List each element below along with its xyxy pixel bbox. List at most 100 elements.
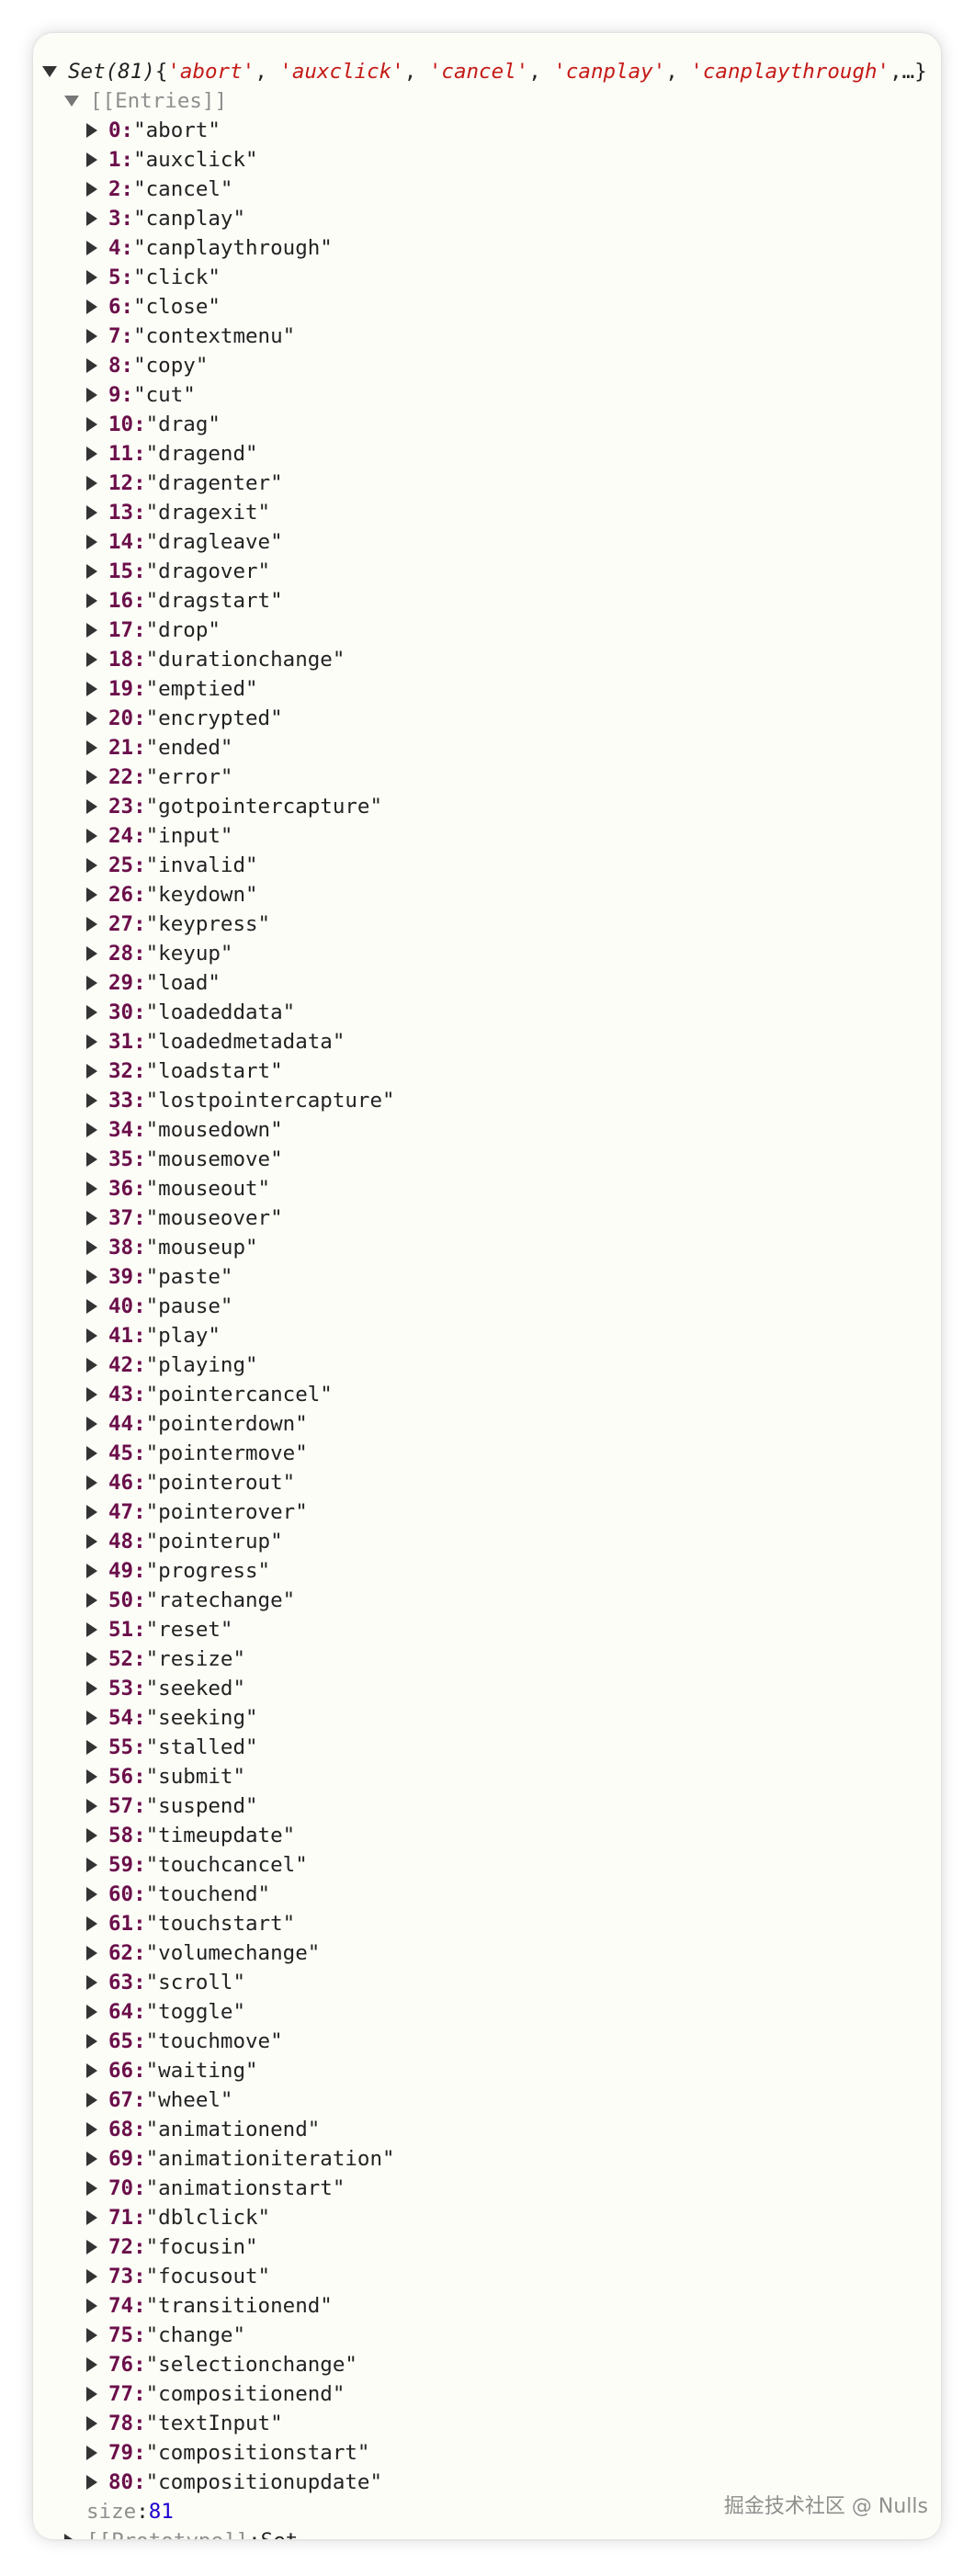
entry-row[interactable]: 21: "ended" — [33, 733, 941, 763]
collapsed-triangle-icon[interactable] — [86, 2475, 97, 2490]
entry-row[interactable]: 76: "selectionchange" — [33, 2350, 941, 2379]
entry-row[interactable]: 1: "auxclick" — [33, 145, 941, 175]
collapsed-triangle-icon[interactable] — [86, 1093, 97, 1108]
collapsed-triangle-icon[interactable] — [86, 1946, 97, 1960]
entry-row[interactable]: 32: "loadstart" — [33, 1056, 941, 1086]
collapsed-triangle-icon[interactable] — [86, 2240, 97, 2254]
entry-row[interactable]: 60: "touchend" — [33, 1880, 941, 1909]
collapsed-triangle-icon[interactable] — [86, 270, 97, 285]
entry-row[interactable]: 2: "cancel" — [33, 175, 941, 204]
collapsed-triangle-icon[interactable] — [86, 417, 97, 432]
entry-row[interactable]: 25: "invalid" — [33, 851, 941, 880]
collapsed-triangle-icon[interactable] — [86, 1034, 97, 1049]
collapsed-triangle-icon[interactable] — [86, 2299, 97, 2313]
entry-row[interactable]: 65: "touchmove" — [33, 2027, 941, 2056]
entry-row[interactable]: 70: "animationstart" — [33, 2174, 941, 2203]
collapsed-triangle-icon[interactable] — [86, 623, 97, 638]
collapsed-triangle-icon[interactable] — [86, 2034, 97, 2049]
collapsed-triangle-icon[interactable] — [86, 1769, 97, 1784]
entry-row[interactable]: 39: "paste" — [33, 1262, 941, 1292]
collapsed-triangle-icon[interactable] — [86, 652, 97, 667]
expanded-triangle-icon[interactable] — [42, 66, 57, 77]
collapsed-triangle-icon[interactable] — [86, 358, 97, 373]
collapsed-triangle-icon[interactable] — [86, 1064, 97, 1079]
collapsed-triangle-icon[interactable] — [86, 1211, 97, 1226]
entries-group-row[interactable]: [[Entries]] — [33, 86, 941, 116]
collapsed-triangle-icon[interactable] — [86, 2446, 97, 2460]
entry-row[interactable]: 48: "pointerup" — [33, 1527, 941, 1556]
collapsed-triangle-icon[interactable] — [86, 535, 97, 549]
entry-row[interactable]: 34: "mousedown" — [33, 1115, 941, 1145]
entry-row[interactable]: 22: "error" — [33, 763, 941, 792]
collapsed-triangle-icon[interactable] — [86, 2328, 97, 2343]
entry-row[interactable]: 14: "dragleave" — [33, 527, 941, 557]
collapsed-triangle-icon[interactable] — [86, 799, 97, 814]
entry-row[interactable]: 11: "dragend" — [33, 439, 941, 469]
entry-row[interactable]: 63: "scroll" — [33, 1968, 941, 1997]
collapsed-triangle-icon[interactable] — [86, 388, 97, 402]
entry-row[interactable]: 64: "toggle" — [33, 1997, 941, 2027]
entry-row[interactable]: 52: "resize" — [33, 1644, 941, 1674]
collapsed-triangle-icon[interactable] — [86, 2093, 97, 2107]
collapsed-triangle-icon[interactable] — [86, 1446, 97, 1461]
entry-row[interactable]: 78: "textInput" — [33, 2409, 941, 2438]
collapsed-triangle-icon[interactable] — [86, 1299, 97, 1314]
entry-row[interactable]: 33: "lostpointercapture" — [33, 1086, 941, 1115]
collapsed-triangle-icon[interactable] — [86, 917, 97, 932]
collapsed-triangle-icon[interactable] — [86, 2122, 97, 2137]
collapsed-triangle-icon[interactable] — [86, 2416, 97, 2431]
collapsed-triangle-icon[interactable] — [86, 1564, 97, 1578]
entry-row[interactable]: 30: "loadeddata" — [33, 998, 941, 1027]
entry-row[interactable]: 44: "pointerdown" — [33, 1409, 941, 1439]
collapsed-triangle-icon[interactable] — [86, 1152, 97, 1167]
collapsed-triangle-icon[interactable] — [86, 182, 97, 197]
entry-row[interactable]: 54: "seeking" — [33, 1703, 941, 1733]
entry-row[interactable]: 29: "load" — [33, 968, 941, 998]
collapsed-triangle-icon[interactable] — [86, 1181, 97, 1196]
entry-row[interactable]: 36: "mouseout" — [33, 1174, 941, 1203]
entry-row[interactable]: 24: "input" — [33, 821, 941, 851]
entry-row[interactable]: 17: "drop" — [33, 616, 941, 645]
entry-row[interactable]: 53: "seeked" — [33, 1674, 941, 1703]
entry-row[interactable]: 35: "mousemove" — [33, 1145, 941, 1174]
collapsed-triangle-icon[interactable] — [86, 2357, 97, 2372]
collapsed-triangle-icon[interactable] — [86, 1887, 97, 1902]
entry-row[interactable]: 51: "reset" — [33, 1615, 941, 1644]
collapsed-triangle-icon[interactable] — [86, 711, 97, 726]
entry-row[interactable]: 79: "compositionstart" — [33, 2438, 941, 2468]
entry-row[interactable]: 6: "close" — [33, 292, 941, 322]
entry-row[interactable]: 4: "canplaythrough" — [33, 233, 941, 263]
entry-row[interactable]: 37: "mouseover" — [33, 1203, 941, 1233]
entry-row[interactable]: 10: "drag" — [33, 410, 941, 439]
entry-row[interactable]: 7: "contextmenu" — [33, 322, 941, 351]
entry-row[interactable]: 57: "suspend" — [33, 1791, 941, 1821]
entry-row[interactable]: 0: "abort" — [33, 116, 941, 145]
entry-row[interactable]: 77: "compositionend" — [33, 2379, 941, 2409]
collapsed-triangle-icon[interactable] — [86, 1622, 97, 1637]
entry-row[interactable]: 75: "change" — [33, 2321, 941, 2350]
entry-row[interactable]: 31: "loadedmetadata" — [33, 1027, 941, 1056]
collapsed-triangle-icon[interactable] — [86, 1387, 97, 1402]
entry-row[interactable]: 28: "keyup" — [33, 939, 941, 968]
entry-row[interactable]: 56: "submit" — [33, 1762, 941, 1791]
entry-row[interactable]: 40: "pause" — [33, 1292, 941, 1321]
collapsed-triangle-icon[interactable] — [86, 1123, 97, 1137]
entry-row[interactable]: 50: "ratechange" — [33, 1586, 941, 1615]
collapsed-triangle-icon[interactable] — [86, 1534, 97, 1549]
entry-row[interactable]: 20: "encrypted" — [33, 704, 941, 733]
collapsed-triangle-icon[interactable] — [86, 1417, 97, 1431]
entry-row[interactable]: 16: "dragstart" — [33, 586, 941, 616]
collapsed-triangle-icon[interactable] — [86, 1005, 97, 1020]
entry-row[interactable]: 42: "playing" — [33, 1350, 941, 1380]
entry-row[interactable]: 49: "progress" — [33, 1556, 941, 1586]
collapsed-triangle-icon[interactable] — [86, 564, 97, 579]
collapsed-triangle-icon[interactable] — [86, 1328, 97, 1343]
collapsed-triangle-icon[interactable] — [86, 2152, 97, 2166]
entry-row[interactable]: 38: "mouseup" — [33, 1233, 941, 1262]
collapsed-triangle-icon[interactable] — [86, 858, 97, 873]
collapsed-triangle-icon[interactable] — [86, 682, 97, 696]
collapsed-triangle-icon[interactable] — [86, 770, 97, 785]
expanded-triangle-icon[interactable] — [64, 96, 79, 107]
entry-row[interactable]: 26: "keydown" — [33, 880, 941, 910]
collapsed-triangle-icon[interactable] — [86, 2063, 97, 2078]
